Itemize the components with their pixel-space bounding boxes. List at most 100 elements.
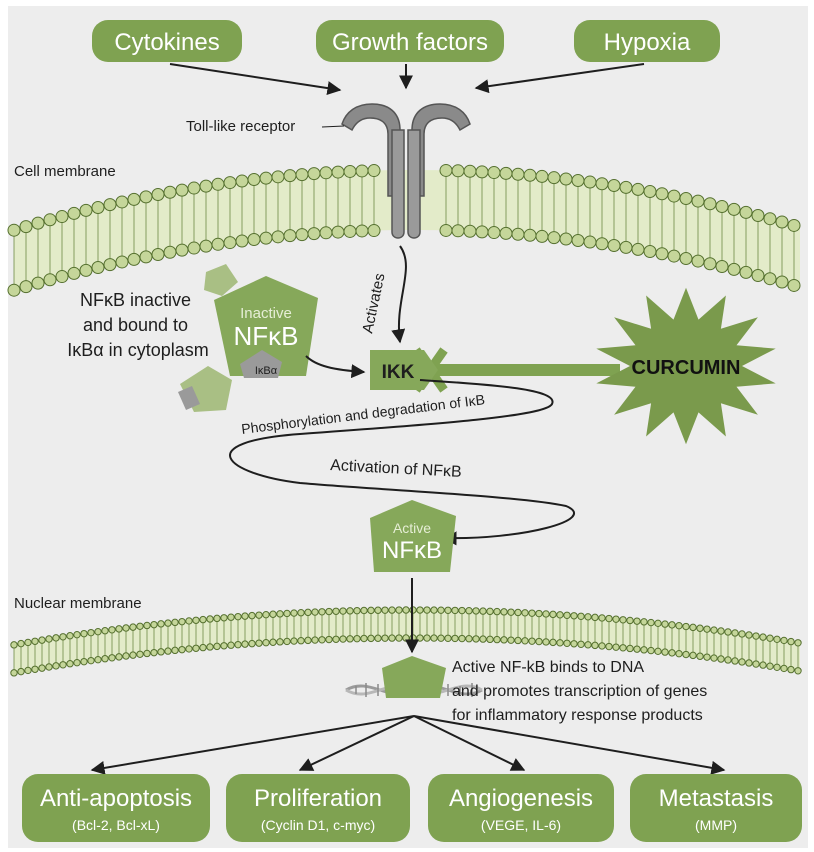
- active-top-label: Active: [393, 520, 431, 536]
- lipid-head: [31, 665, 39, 673]
- lipid-head: [717, 627, 725, 635]
- nuclear-membrane-bilayer: [10, 606, 802, 677]
- lipid-head: [395, 634, 403, 642]
- lipid-head: [122, 652, 130, 660]
- lipid-head: [73, 658, 81, 667]
- lipid-head: [563, 639, 571, 647]
- lipid-head: [444, 606, 452, 614]
- lipid-head: [79, 263, 93, 277]
- lipid-head: [52, 634, 60, 642]
- membrane-band: [14, 170, 800, 291]
- lipid-head: [731, 657, 739, 665]
- lipid-head: [598, 614, 606, 622]
- lipid-head: [19, 280, 33, 294]
- lipid-head: [458, 606, 466, 615]
- outcome-box: [226, 774, 410, 842]
- lipid-head: [94, 627, 102, 636]
- nfkb-inactive-desc-line: and bound to: [83, 315, 188, 335]
- receptor-stalk-right: [407, 129, 421, 239]
- outcome-box: [428, 774, 614, 842]
- outcome-sub: (VEGE, IL-6): [481, 817, 561, 833]
- lipid-head: [766, 634, 774, 642]
- lipid-head: [675, 621, 683, 630]
- lipid-head: [223, 176, 237, 190]
- lipid-head: [437, 634, 445, 642]
- lipid-head: [763, 272, 777, 286]
- input-growth-factors: Growth factors: [316, 20, 504, 62]
- lipid-head: [45, 663, 53, 671]
- outcome-sub: (Cyclin D1, c-myc): [261, 817, 375, 833]
- lipid-head: [269, 610, 277, 618]
- lipid-head: [220, 642, 228, 650]
- lipid-head: [67, 206, 81, 220]
- nfkb-subunit-top: [204, 264, 238, 296]
- dna-binding-line: and promotes transcription of genes: [452, 683, 707, 700]
- lipid-head: [355, 224, 369, 238]
- input-label: Growth factors: [332, 29, 488, 56]
- lipid-head: [715, 260, 729, 274]
- lipid-head: [739, 265, 753, 279]
- lipid-head: [367, 606, 375, 615]
- input-label: Cytokines: [114, 29, 219, 56]
- lipid-head: [101, 627, 109, 635]
- input-label: Hypoxia: [604, 29, 691, 56]
- lipid-head: [703, 625, 711, 633]
- lipid-head: [710, 626, 718, 634]
- lipid-head: [187, 181, 201, 195]
- lipid-head: [583, 235, 597, 249]
- lipid-head: [661, 620, 669, 628]
- lipid-head: [463, 164, 477, 178]
- lipid-head: [751, 268, 765, 282]
- lipid-head: [367, 634, 375, 643]
- lipid-head: [297, 609, 305, 617]
- receptor-label-leader: [321, 125, 345, 128]
- lipid-head: [339, 635, 347, 643]
- lipid-head: [794, 639, 802, 647]
- lipid-head: [139, 190, 153, 204]
- lipid-head: [295, 168, 309, 182]
- lipid-head: [667, 189, 681, 203]
- lipid-head: [654, 619, 662, 628]
- lipid-head: [234, 612, 242, 621]
- lipid-head: [607, 239, 621, 253]
- lipid-head: [549, 638, 557, 647]
- lipid-head: [500, 608, 508, 616]
- outcome-title: Metastasis: [659, 785, 774, 812]
- lipid-head: [689, 651, 697, 660]
- lipid-head: [43, 213, 57, 227]
- lipid-head: [775, 215, 789, 229]
- lipid-head: [727, 262, 741, 276]
- lipid-head: [727, 202, 741, 216]
- lipid-head: [619, 180, 633, 194]
- lipid-head: [691, 254, 705, 268]
- active-nfkb-label: NFκB: [382, 537, 442, 564]
- lipid-head: [511, 227, 525, 241]
- lipid-head: [185, 617, 193, 625]
- lipid-head: [31, 637, 39, 645]
- lipid-head: [556, 611, 564, 619]
- lipid-head: [667, 249, 681, 263]
- lipid-head: [94, 655, 102, 664]
- lipid-head: [319, 166, 333, 180]
- lipid-head: [416, 634, 424, 642]
- lipid-head: [66, 632, 74, 640]
- lipid-head: [332, 635, 340, 643]
- lipid-head: [367, 224, 381, 238]
- lipid-head: [675, 649, 683, 658]
- ikba-piece: [240, 350, 282, 378]
- lipid-head: [773, 635, 781, 644]
- lipid-head: [211, 177, 225, 191]
- lipid-head: [559, 172, 573, 186]
- lipid-head: [211, 237, 225, 251]
- dna-binding-desc: Active NF-kB binds to DNA and promotes t…: [452, 659, 712, 724]
- lipid-head: [775, 275, 789, 289]
- active-nfkb: Active NFκB: [370, 500, 456, 572]
- lipid-head: [59, 661, 67, 669]
- lipid-head: [151, 248, 165, 262]
- lipid-head: [507, 608, 515, 616]
- lipid-head: [745, 631, 753, 639]
- lipid-head: [43, 273, 57, 287]
- lipid-head: [271, 230, 285, 244]
- bound-nfkb: [382, 656, 446, 698]
- lipid-head: [55, 210, 69, 224]
